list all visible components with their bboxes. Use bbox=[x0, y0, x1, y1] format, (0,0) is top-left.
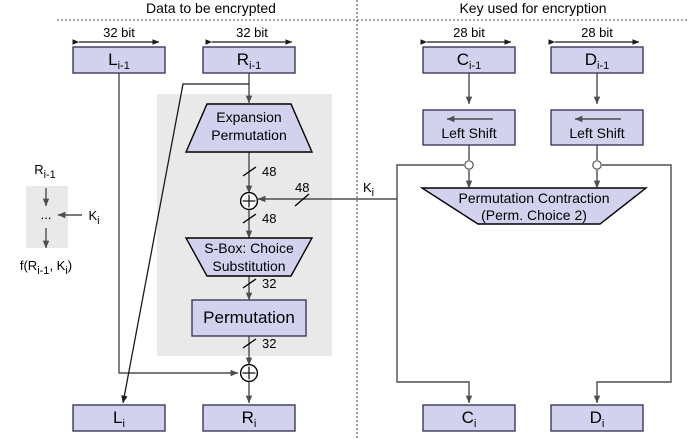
bitwidth-label-d-prev: 28 bit bbox=[581, 25, 613, 40]
bitwidth-indicator-c-prev: 28 bit bbox=[420, 25, 512, 45]
bitwidth-indicator-d-prev: 28 bit bbox=[548, 25, 640, 45]
register-d-next-label: Di bbox=[590, 408, 605, 429]
wire-d-branch-to-d-next bbox=[593, 164, 672, 404]
bitwidth-label-r-prev: 32 bit bbox=[236, 25, 268, 40]
junction-node-c bbox=[464, 160, 474, 170]
register-c-prev-label: Ci-1 bbox=[457, 50, 482, 71]
register-r-prev-label: Ri-1 bbox=[237, 50, 262, 71]
wire-l-prev-to-xor bbox=[118, 73, 239, 377]
left-shift-d-block[interactable]: Left Shift bbox=[550, 109, 644, 146]
inset-key-label: Ki bbox=[88, 208, 99, 227]
bitwidth-slash-sbox-out bbox=[242, 278, 257, 289]
register-c-prev[interactable]: Ci-1 bbox=[422, 46, 516, 74]
permutation-contraction-block[interactable]: Permutation Contraction (Perm. Choice 2) bbox=[419, 187, 649, 225]
register-r-next[interactable]: Ri bbox=[202, 404, 296, 432]
bitwidth-label-key-in: 48 bbox=[295, 180, 309, 195]
bitwidth-label-c-prev: 28 bit bbox=[453, 25, 485, 40]
header-left-title: Data to be encrypted bbox=[146, 0, 276, 16]
inset-output-label: f(Ri-1, Ki) bbox=[20, 258, 72, 277]
bitwidth-slash-xor-out bbox=[242, 213, 257, 224]
bitwidth-label-xor-out: 48 bbox=[262, 211, 276, 226]
left-shift-d-label: Left Shift bbox=[569, 125, 624, 141]
inset-input-label: Ri-1 bbox=[34, 162, 56, 181]
register-r-prev[interactable]: Ri-1 bbox=[202, 46, 296, 74]
bitwidth-slash-expansion-out bbox=[242, 166, 257, 177]
wire-r-prev-to-l-next bbox=[121, 83, 249, 404]
register-r-next-label: Ri bbox=[242, 408, 257, 429]
register-c-next[interactable]: Ci bbox=[422, 404, 516, 432]
bitwidth-label-sbox-out: 32 bbox=[262, 276, 276, 291]
left-shift-c-block[interactable]: Left Shift bbox=[422, 109, 516, 146]
sbox-line2: Substitution bbox=[212, 258, 285, 274]
wire-c-branch-to-c-next bbox=[396, 164, 473, 404]
bitwidth-label-expansion-out: 48 bbox=[262, 164, 276, 179]
permutation-label: Permutation bbox=[203, 308, 295, 327]
bitwidth-indicator-r-prev: 32 bit bbox=[205, 25, 293, 45]
register-l-next-label: Li bbox=[113, 408, 125, 429]
perm-contraction-line2: (Perm. Choice 2) bbox=[481, 207, 587, 223]
register-l-next[interactable]: Li bbox=[72, 404, 166, 432]
bitwidth-label-permutation-out: 32 bbox=[262, 336, 276, 351]
xor-gate-key-mix bbox=[239, 191, 259, 211]
xor-gate-feistel bbox=[239, 363, 259, 383]
bitwidth-slash-key-in bbox=[294, 193, 310, 207]
header-right-title: Key used for encryption bbox=[459, 0, 606, 16]
register-d-next[interactable]: Di bbox=[550, 404, 644, 432]
perm-contraction-line1: Permutation Contraction bbox=[459, 190, 610, 206]
inset-legend-f-function: Ri-1 ... Ki f(Ri-1, Ki) bbox=[20, 162, 100, 277]
expansion-permutation-line2: Permutation bbox=[211, 127, 286, 143]
left-shift-c-label: Left Shift bbox=[441, 125, 496, 141]
bitwidth-label-l-prev: 32 bit bbox=[103, 25, 135, 40]
register-d-prev[interactable]: Di-1 bbox=[550, 46, 644, 74]
expansion-permutation-line1: Expansion bbox=[216, 109, 281, 125]
inset-dots-label: ... bbox=[41, 207, 52, 222]
permutation-block[interactable]: Permutation bbox=[191, 299, 307, 337]
register-d-prev-label: Di-1 bbox=[585, 50, 610, 71]
bitwidth-slash-permutation-out bbox=[242, 338, 257, 349]
register-l-prev[interactable]: Li-1 bbox=[72, 46, 166, 74]
sbox-line1: S-Box: Choice bbox=[204, 240, 294, 256]
bitwidth-indicator-l-prev: 32 bit bbox=[72, 25, 160, 45]
subkey-label: Ki bbox=[363, 180, 374, 199]
register-c-next-label: Ci bbox=[462, 408, 477, 429]
expansion-permutation-block[interactable]: Expansion Permutation bbox=[184, 103, 314, 153]
sbox-substitution-block[interactable]: S-Box: Choice Substitution bbox=[184, 237, 314, 277]
register-l-prev-label: Li-1 bbox=[108, 50, 130, 71]
junction-node-d bbox=[592, 160, 602, 170]
